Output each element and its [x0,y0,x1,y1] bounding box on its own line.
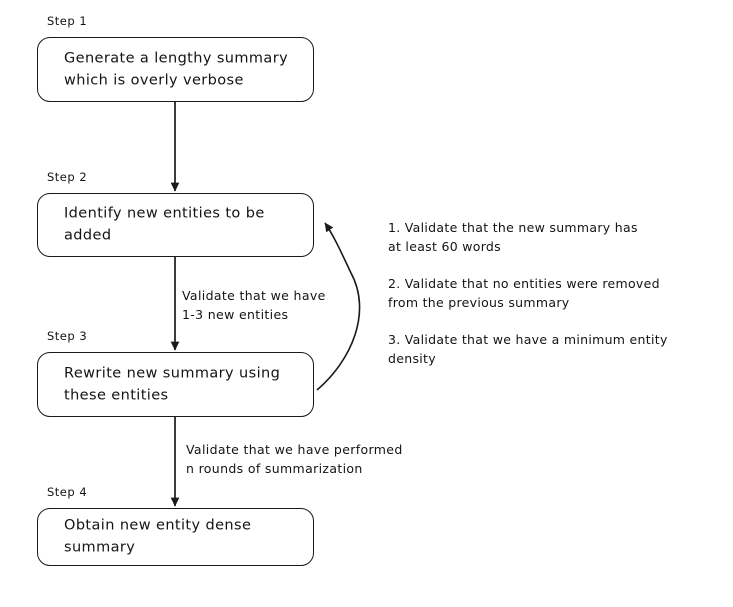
step-label-1: Step 1 [47,14,88,28]
node-step-3[interactable]: Rewrite new summary using these entities [37,352,314,417]
edge-label-step3-to-step4: Validate that we have performed n rounds… [186,442,403,476]
node-step-3-text: Rewrite new summary using these entities [64,365,281,404]
node-step-1[interactable]: Generate a lengthy summary which is over… [37,37,314,102]
node-step-4-text: Obtain new entity dense summary [64,517,252,556]
node-step-2[interactable]: Identify new entities to be added [37,193,314,257]
validation-note-1: 1. Validate that the new summary has at … [388,220,638,254]
validation-note-2: 2. Validate that no entities were remove… [388,276,660,310]
validation-note-3: 3. Validate that we have a minimum entit… [388,332,668,366]
step-label-3: Step 3 [47,329,88,343]
node-step-4[interactable]: Obtain new entity dense summary [37,508,314,566]
step-label-2: Step 2 [47,170,88,184]
validation-notes-list: 1. Validate that the new summary has at … [388,218,708,368]
step-label-4: Step 4 [47,485,88,499]
node-step-1-text: Generate a lengthy summary which is over… [64,50,289,89]
edge-label-step2-to-step3: Validate that we have 1-3 new entities [182,288,326,322]
node-step-2-text: Identify new entities to be added [64,205,265,244]
